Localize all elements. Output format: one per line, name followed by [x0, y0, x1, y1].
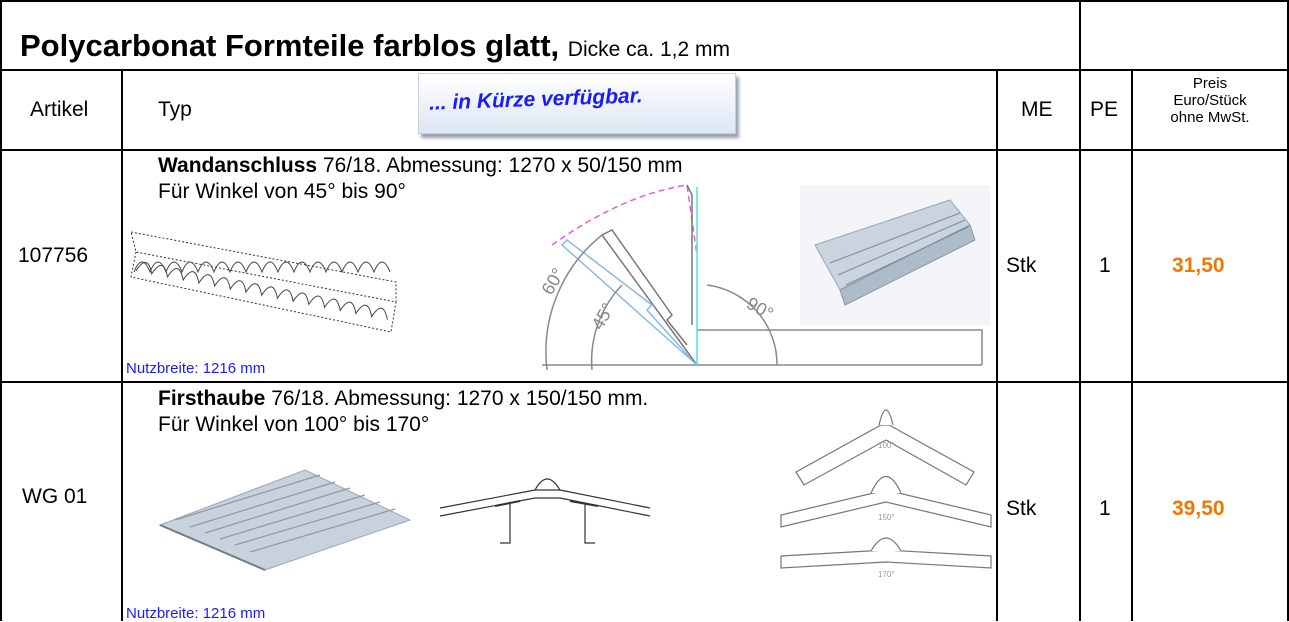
row1-nutzbreite: Nutzbreite: 1216 mm — [126, 360, 266, 377]
header-pe: PE — [1090, 98, 1119, 121]
border-col-artikel — [121, 70, 123, 621]
angle-100-label: 100° — [878, 441, 895, 450]
angle-170-label: 170° — [878, 570, 895, 579]
row2-name: Firsthaube — [158, 387, 266, 410]
border-col-pe — [1131, 70, 1133, 621]
border-right — [1287, 0, 1289, 621]
header-artikel: Artikel — [30, 98, 89, 121]
angle-45-label: 45° — [587, 300, 618, 334]
availability-banner-text: ... in Kürze verfügbar. — [428, 84, 643, 115]
border-title-right — [1079, 0, 1081, 70]
header-preis-line3: ohne MwSt. — [1170, 109, 1250, 126]
header-preis: Preis Euro/Stück ohne MwSt. — [1135, 75, 1285, 126]
row1-angle: Für Winkel von 45° bis 90° — [158, 180, 406, 203]
row1-description: Wandanschluss 76/18. Abmessung: 1270 x 5… — [158, 153, 683, 205]
row2-description: Firsthaube 76/18. Abmessung: 1270 x 150/… — [158, 386, 648, 438]
row2-angle: Für Winkel von 100° bis 170° — [158, 413, 430, 436]
row1-artikel: 107756 — [18, 244, 89, 267]
border-col-typ — [996, 70, 998, 621]
row2-me: Stk — [1006, 497, 1037, 520]
table-subtitle: Dicke ca. 1,2 mm — [567, 38, 730, 61]
availability-banner: ... in Kürze verfügbar. — [418, 73, 736, 134]
border-top — [0, 0, 1289, 2]
row2-price: 39,50 — [1172, 497, 1225, 520]
row1-pe: 1 — [1099, 254, 1111, 277]
row2-cross-section — [439, 478, 651, 544]
border-title-bottom — [0, 69, 1289, 71]
row2-nutzbreite: Nutzbreite: 1216 mm — [126, 605, 266, 622]
row1-me: Stk — [1006, 254, 1037, 277]
angle-150-label: 150° — [878, 513, 895, 522]
row1-name: Wandanschluss — [158, 154, 318, 177]
border-left — [0, 0, 2, 621]
header-preis-line1: Preis — [1192, 75, 1228, 92]
row2-pe: 1 — [1099, 497, 1111, 520]
row1-angle-diagram: 60° 45° 90° — [537, 184, 983, 371]
border-row1-bottom — [0, 381, 1289, 383]
row2-product-render — [158, 469, 412, 571]
row1-profile-sketch — [130, 231, 397, 333]
row2-artikel: WG 01 — [22, 485, 88, 508]
row2-angle-variants: 100° 150° 170° — [780, 409, 992, 579]
border-header-bottom — [0, 149, 1289, 151]
header-preis-line2: Euro/Stück — [1173, 92, 1247, 109]
row1-product-render — [800, 185, 990, 325]
header-typ: Typ — [158, 98, 192, 121]
angle-90-label: 90° — [743, 293, 777, 324]
row1-price: 31,50 — [1172, 254, 1225, 277]
table-title: Polycarbonat Formteile farblos glatt, Di… — [20, 28, 730, 63]
angle-60-label: 60° — [537, 265, 568, 299]
border-col-me — [1079, 70, 1081, 621]
row2-spec: 76/18. Abmessung: 1270 x 150/150 mm. — [265, 387, 649, 410]
row1-spec: 76/18. Abmessung: 1270 x 50/150 mm — [317, 154, 683, 177]
header-me: ME — [1021, 98, 1053, 121]
